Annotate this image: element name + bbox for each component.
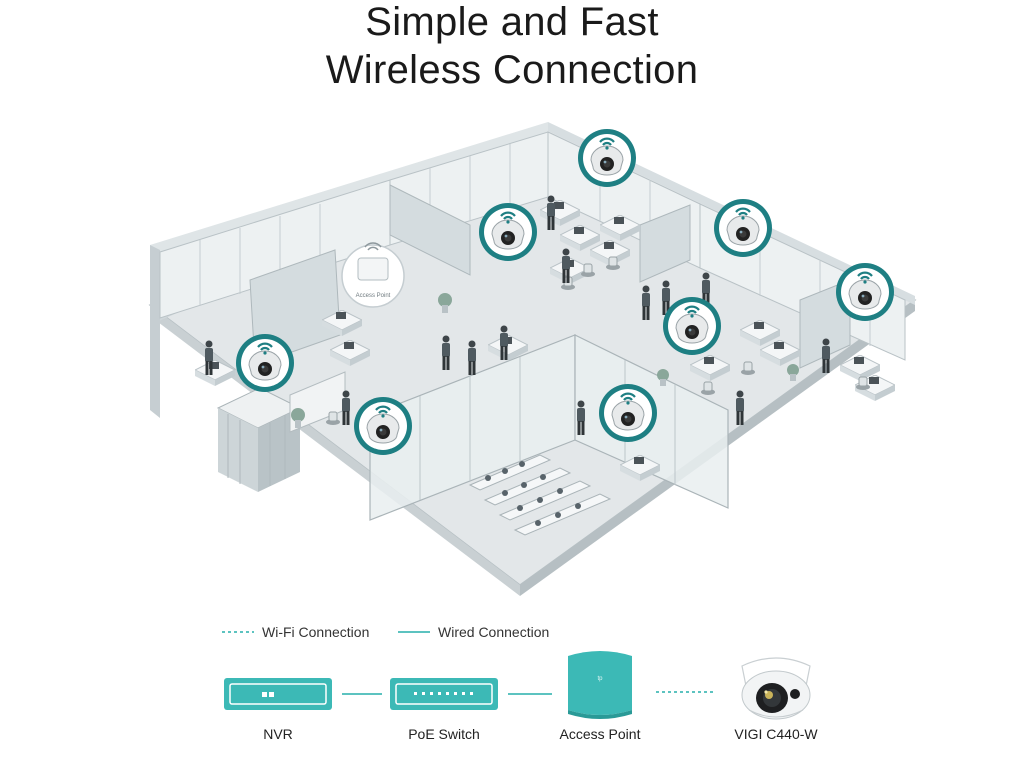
device-label-nvr: NVR bbox=[263, 726, 293, 742]
switch-icon bbox=[390, 678, 498, 710]
solid-line-icon bbox=[398, 631, 430, 633]
page-title-line-2: Wireless Connection bbox=[325, 48, 699, 92]
legend-wifi-label: Wi-Fi Connection bbox=[262, 624, 370, 640]
legend-wired: Wired Connection bbox=[398, 624, 549, 640]
nvr-icon bbox=[224, 678, 332, 710]
access-point-device-icon: tp bbox=[568, 651, 632, 719]
device-label-access-point: Access Point bbox=[559, 726, 641, 742]
svg-text:tp: tp bbox=[597, 676, 603, 682]
legend-wifi: Wi-Fi Connection bbox=[222, 624, 369, 640]
access-point-icon: Access Point bbox=[341, 242, 405, 308]
device-chain: tp bbox=[224, 651, 811, 720]
dashed-line-icon bbox=[222, 631, 254, 633]
vigi-camera-icon bbox=[741, 657, 811, 720]
device-label-poe-switch: PoE Switch bbox=[408, 726, 480, 742]
legend-wired-label: Wired Connection bbox=[438, 624, 550, 640]
access-point-tag: Access Point bbox=[356, 293, 391, 299]
device-label-camera: VIGI C440-W bbox=[734, 726, 818, 742]
page-title-line-1: Simple and Fast bbox=[365, 0, 659, 44]
office-floorplan-illustration: Access Point bbox=[148, 122, 917, 596]
